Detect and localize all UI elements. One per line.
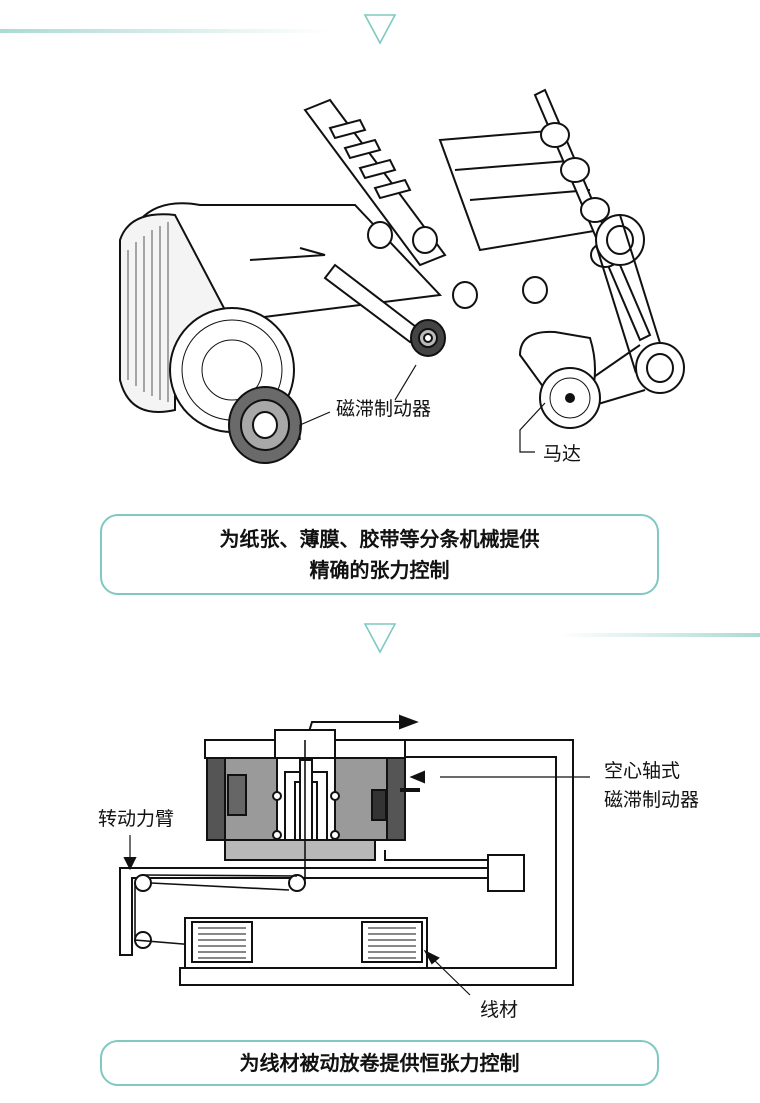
caption-slitting-line2: 精确的张力控制 [309, 558, 450, 582]
slitting-machine-diagram [119, 88, 685, 464]
decorative-line-middle [560, 633, 760, 637]
wire-unwinding-diagram [119, 714, 590, 996]
caption-wire-unwinding-text: 为线材被动放卷提供恒张力控制 [239, 1051, 520, 1075]
hysteresis-brake-label: 磁滞制动器 [336, 398, 432, 420]
motor-label: 马达 [543, 443, 582, 465]
caption-slitting-line1: 为纸张、薄膜、胶带等分条机械提供 [219, 527, 540, 551]
decorative-line-top [0, 29, 330, 33]
wire-label: 线材 [480, 999, 519, 1021]
hollow-shaft-brake-label-line2: 磁滞制动器 [604, 789, 700, 811]
caption-slitting: 为纸张、薄膜、胶带等分条机械提供 精确的张力控制 [100, 514, 659, 595]
rotating-arm-label: 转动力臂 [98, 808, 175, 830]
down-triangle-icon [363, 623, 397, 654]
hollow-shaft-brake-label-line1: 空心轴式 [604, 760, 681, 782]
caption-wire-unwinding: 为线材被动放卷提供恒张力控制 [100, 1040, 659, 1086]
down-triangle-icon [363, 14, 397, 45]
